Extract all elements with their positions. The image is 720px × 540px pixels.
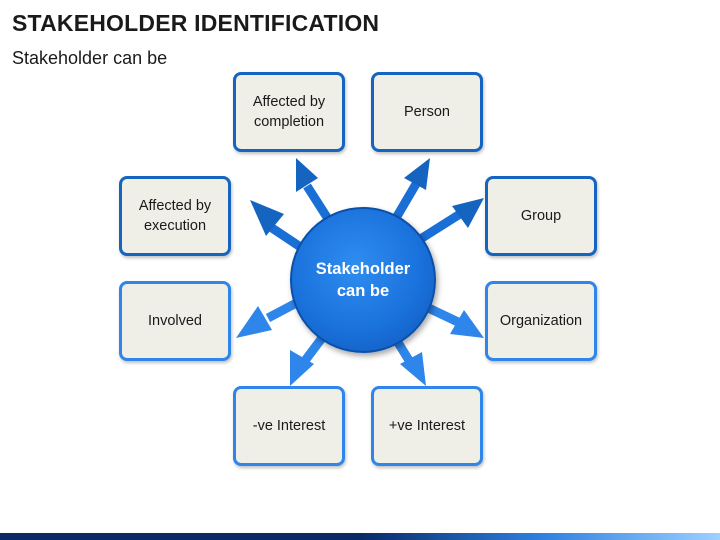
node-label: +ve Interest — [388, 418, 466, 434]
arrow-to-person — [392, 158, 430, 221]
node-group: Group — [485, 176, 597, 256]
node-organization: Organization — [485, 281, 597, 361]
node-involved: Involved — [119, 281, 231, 361]
node-label: Affected by execution — [138, 198, 212, 234]
node-label: -ve Interest — [252, 418, 326, 434]
node-label: Group — [520, 208, 562, 224]
node-label: Person — [404, 104, 450, 120]
node-label: Organization — [499, 313, 583, 329]
node-neg-interest: -ve Interest — [233, 386, 345, 466]
bottom-accent-bar — [0, 533, 720, 540]
node-affected-by-execution: Affected by execution — [119, 176, 231, 256]
node-pos-interest: +ve Interest — [371, 386, 483, 466]
central-hub: Stakeholder can be — [290, 207, 436, 353]
node-affected-by-completion: Affected by completion — [233, 72, 345, 152]
node-label: Affected by completion — [252, 94, 326, 130]
arrow-to-affected-by-execution — [250, 200, 305, 252]
page-subtitle: Stakeholder can be — [12, 48, 168, 68]
arrow-to-affected-by-completion — [296, 158, 334, 225]
node-label: Involved — [147, 313, 202, 329]
arrow-to-involved — [236, 296, 305, 338]
node-person: Person — [371, 72, 483, 152]
page-title: STAKEHOLDER IDENTIFICATION — [12, 10, 380, 36]
hub-label: Stakeholder can be — [315, 260, 411, 300]
arrow-to-neg-interest — [290, 335, 326, 386]
arrow-to-group — [419, 198, 484, 242]
